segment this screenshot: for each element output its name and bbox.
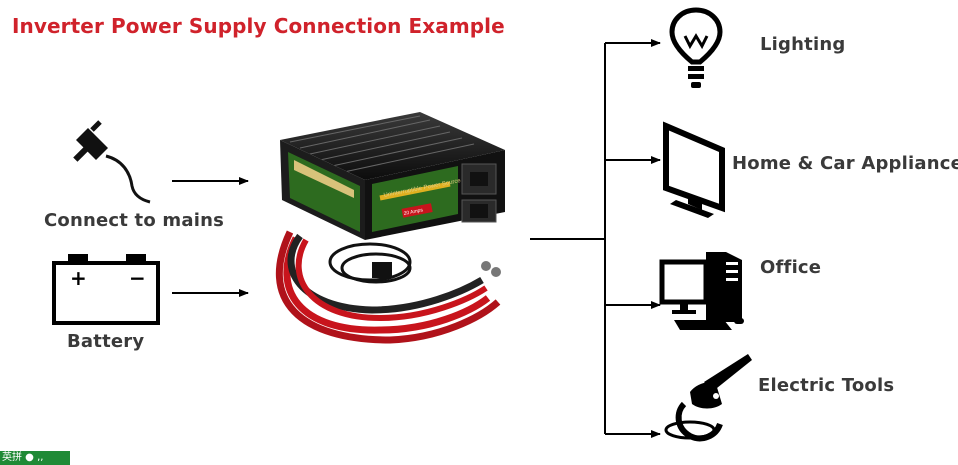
output-distribution-lines	[530, 39, 661, 438]
output-label-office: Office	[760, 257, 822, 278]
ime-status-bar[interactable]: 英拼 ● ,,	[0, 451, 70, 465]
inverter-image: Uninterruptible Power Source 20 Amps	[275, 112, 505, 344]
output-label-appliances: Home & Car Appliances	[732, 153, 958, 174]
output-label-lighting: Lighting	[760, 34, 846, 55]
battery-minus-sign: −	[129, 266, 146, 290]
battery-label: Battery	[67, 331, 145, 352]
light-bulb-icon	[669, 7, 723, 88]
power-plug-icon	[73, 120, 151, 204]
mains-label: Connect to mains	[44, 210, 224, 231]
angle-grinder-icon	[664, 354, 752, 442]
inverter-rating-text: 20 Amps	[403, 207, 424, 217]
page-title: Inverter Power Supply Connection Example	[12, 14, 505, 38]
desktop-computer-icon	[659, 252, 744, 330]
output-label-tools: Electric Tools	[758, 375, 895, 396]
battery-plus-sign: +	[70, 266, 87, 290]
monitor-icon	[663, 121, 725, 218]
battery-icon	[52, 254, 160, 325]
